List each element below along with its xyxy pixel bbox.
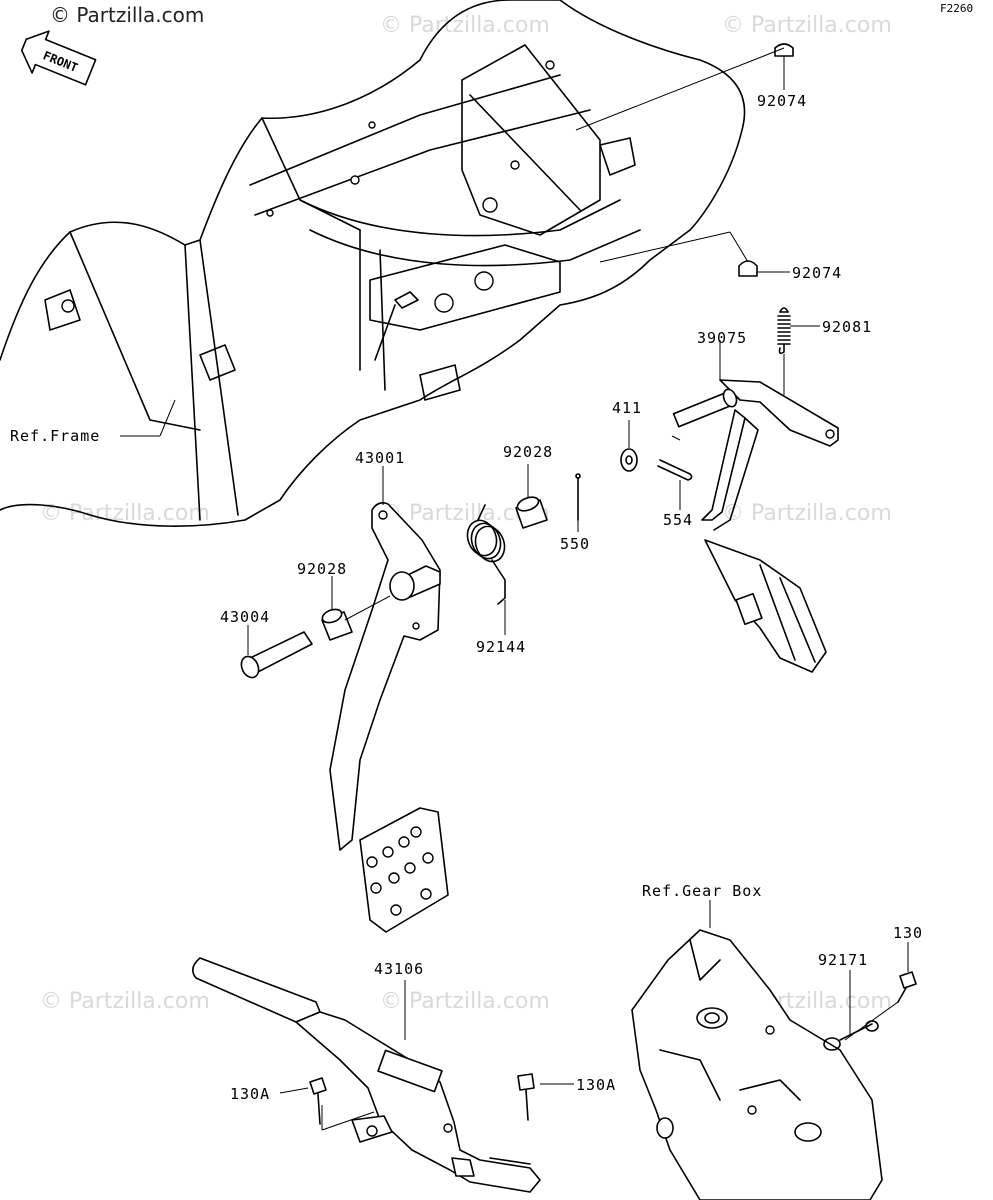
label-92074-mid: 92074 — [792, 264, 842, 282]
gear-box — [631, 929, 883, 1200]
label-92081: 92081 — [822, 318, 872, 336]
hand-brake-lever-43106[interactable] — [192, 957, 541, 1193]
label-92171: 92171 — [818, 951, 868, 969]
bolt-130A-left[interactable] — [309, 1077, 327, 1125]
brake-pedal-43001[interactable] — [329, 502, 449, 933]
spring-92144[interactable] — [463, 504, 510, 605]
label-92144: 92144 — [476, 638, 526, 656]
washer-411[interactable] — [620, 448, 638, 472]
label-550: 550 — [560, 535, 590, 553]
label-411: 411 — [612, 399, 642, 417]
label-554: 554 — [663, 511, 693, 529]
frame-structure — [0, 0, 746, 527]
bolt-130A-right[interactable] — [517, 1073, 535, 1121]
figure-code: F2260 — [940, 2, 973, 15]
watermark-text: © Partzilla.com — [380, 989, 550, 1014]
watermark-text: © Partzilla.com — [40, 989, 210, 1014]
spring-92081[interactable] — [777, 307, 791, 355]
label-43106: 43106 — [374, 960, 424, 978]
leader-lines — [120, 47, 909, 1131]
shaft-end — [671, 435, 681, 441]
collar-92028-left[interactable] — [321, 607, 353, 641]
pin-550[interactable] — [575, 473, 581, 521]
cap-92074-mid[interactable] — [738, 260, 758, 277]
accelerator-pedal-39075[interactable] — [672, 379, 839, 673]
bolt-130[interactable] — [897, 971, 917, 1003]
label-43004: 43004 — [220, 608, 270, 626]
label-43001: 43001 — [355, 449, 405, 467]
label-ref-frame: Ref.Frame — [10, 427, 100, 445]
watermarks: © Partzilla.com © Partzilla.com © Partzi… — [40, 13, 892, 1014]
cotter-pin-554[interactable] — [657, 459, 693, 481]
part-labels: 92074 92074 92081 39075 411 554 550 9202… — [10, 92, 923, 1103]
brand-logo: © Partzilla.com — [50, 3, 204, 27]
label-39075: 39075 — [697, 329, 747, 347]
watermark-text: © Partzilla.com — [40, 501, 210, 526]
label-ref-gear-box: Ref.Gear Box — [642, 882, 762, 900]
label-92028-top: 92028 — [503, 443, 553, 461]
label-92074-top: 92074 — [757, 92, 807, 110]
watermark-text: © Partzilla.com — [722, 13, 892, 38]
label-130A-left: 130A — [230, 1085, 270, 1103]
cap-92074-top[interactable] — [774, 43, 794, 57]
label-130A-right: 130A — [576, 1076, 616, 1094]
collar-92028-top[interactable] — [515, 495, 548, 529]
watermark-text: © Partzilla.com — [722, 501, 892, 526]
pivot-pin-43004[interactable] — [238, 631, 313, 680]
label-130: 130 — [893, 924, 923, 942]
watermark-text: © Partzilla.com — [380, 13, 550, 38]
front-arrow-icon: FRONT — [20, 30, 97, 86]
label-92028-left: 92028 — [297, 560, 347, 578]
